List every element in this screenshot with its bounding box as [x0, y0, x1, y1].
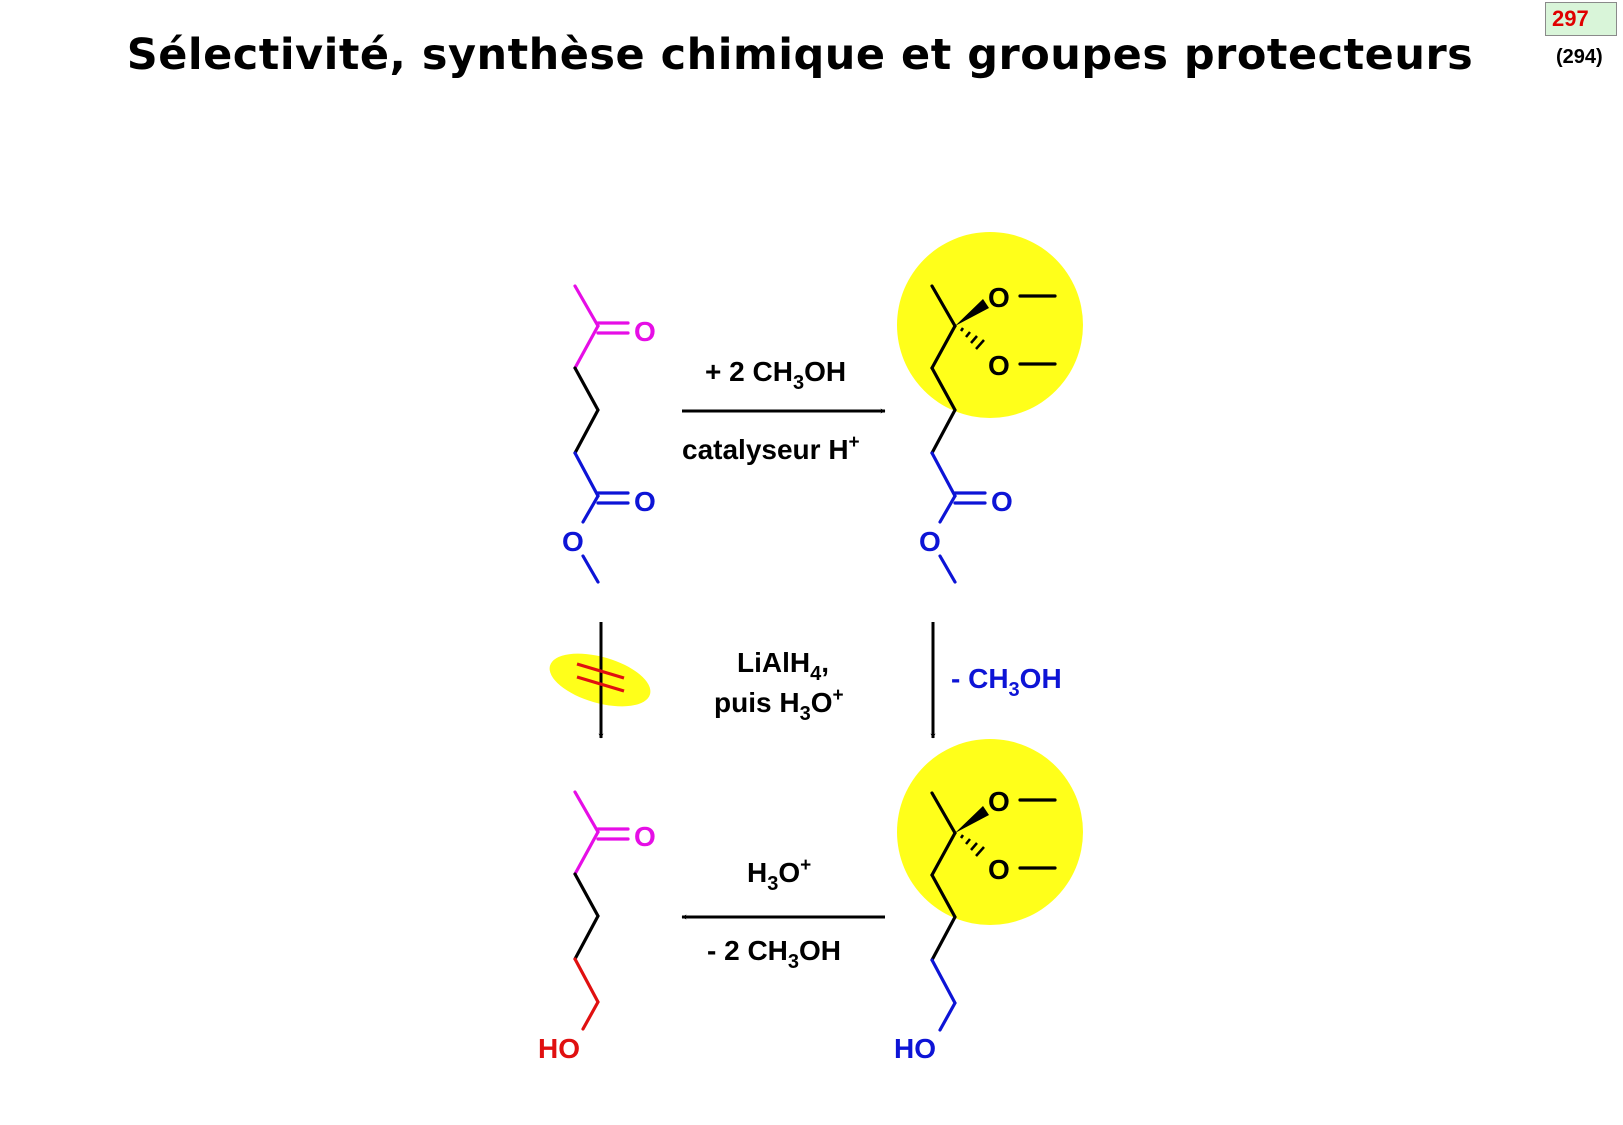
- ketal-highlight-bottom: [897, 739, 1083, 925]
- product-ketone-oxygen: O: [634, 821, 656, 852]
- wedge-bond-bottom: [955, 806, 989, 833]
- methanol-loss-label: - CH3OH: [951, 663, 1062, 701]
- ketal-alcohol-molecule: [930, 791, 1057, 1032]
- ketal-oxygen-1: O: [988, 282, 1010, 313]
- alkyl-chain: [573, 366, 600, 455]
- reduction-reagent-line1: LiAlH4,: [737, 647, 829, 685]
- hash-bond-bottom: [959, 834, 985, 857]
- deprotection-reagent: H3O+: [747, 855, 811, 895]
- deprotection-byproduct: - 2 CH3OH: [707, 935, 841, 973]
- page-title: Sélectivité, synthèse chimique et groupe…: [126, 30, 1474, 80]
- ketal-highlight-top: [897, 232, 1083, 418]
- ketal-alcohol-hydroxyl: HO: [894, 1033, 936, 1064]
- ketal-alcohol-oxygen-1: O: [988, 786, 1010, 817]
- ester-carbonyl-oxygen: O: [634, 486, 656, 517]
- product-molecule: [573, 790, 630, 1031]
- ester-methyl-bond: [581, 554, 600, 584]
- ketal-ester-ether-oxygen: O: [919, 526, 941, 557]
- ketal-ester-carbonyl-oxygen: O: [991, 486, 1013, 517]
- start-molecule: [573, 284, 630, 584]
- ester-O-bond: [581, 494, 600, 524]
- wedge-bond-top: [955, 299, 989, 326]
- reduction-reagent-line2: puis H3O+: [714, 685, 844, 725]
- slide-number-badge: 297: [1545, 2, 1617, 36]
- forbidden-mark: [576, 662, 625, 693]
- ketone-methyl-bond: [573, 284, 600, 328]
- ketal-ester-molecule: [930, 284, 1057, 584]
- old-slide-number: (294): [1556, 46, 1603, 68]
- ester-chain-bond: [573, 451, 600, 498]
- ketone-chain-bond: [573, 324, 600, 370]
- product-hydroxyl: HO: [538, 1033, 580, 1064]
- ketal-alcohol-oxygen-2: O: [988, 854, 1010, 885]
- ketone-oxygen: O: [634, 316, 656, 347]
- ketal-oxygen-2: O: [988, 350, 1010, 381]
- hash-bond-top: [959, 327, 985, 350]
- ester-ether-oxygen: O: [562, 526, 584, 557]
- ketalization-catalyst: catalyseur H+: [682, 432, 860, 465]
- ketalization-reagent: + 2 CH3OH: [705, 356, 846, 394]
